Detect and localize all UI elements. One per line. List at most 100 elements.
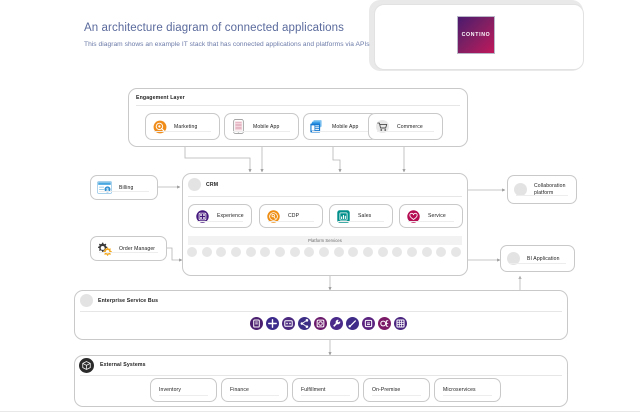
platform-service-dot[interactable] [377, 247, 388, 257]
external-card-on-premise[interactable]: On-Premise [363, 378, 430, 402]
contino-logo: CONTINO [457, 16, 495, 54]
invoice-dollar-icon: $ [97, 180, 112, 195]
crm-card-sales[interactable]: Sales [329, 204, 393, 228]
external-card-microservices[interactable]: Microservices [434, 378, 501, 402]
platform-service-dot[interactable] [436, 247, 447, 257]
sales-chart-icon [336, 209, 351, 224]
esb-header-circle [80, 294, 93, 307]
right-card-collaboration-platform-label: Collaboration platform [534, 183, 566, 196]
crm-card-service[interactable]: Service [399, 204, 463, 228]
crm-card-cdp[interactable]: CDP [259, 204, 323, 228]
marketing-target-icon [152, 119, 167, 134]
heart-icon [406, 209, 421, 224]
card-underline [408, 221, 454, 222]
meter-icon[interactable] [378, 317, 391, 330]
platform-service-dot[interactable] [187, 247, 197, 257]
left-card-order-manager-label: Order Manager [119, 245, 156, 252]
card-underline [509, 263, 566, 264]
external-card-finance[interactable]: Finance [221, 378, 288, 402]
external-card-fulfillment[interactable]: Fulfillment [292, 378, 359, 402]
platform-service-dot[interactable] [260, 247, 271, 257]
card-underline [159, 395, 208, 396]
left-card-billing[interactable]: $ Billing [90, 175, 158, 200]
page-subtitle: This diagram shows an example IT stack t… [84, 41, 370, 48]
platform-service-dot[interactable] [216, 247, 227, 257]
card-underline [197, 221, 243, 222]
platform-service-dot[interactable] [289, 247, 300, 257]
engagement-layer-label: Engagement Layer [136, 95, 185, 101]
engagement-card-mobile-app-2[interactable]: Mobile App [303, 113, 378, 140]
svg-text:$: $ [106, 187, 109, 192]
crm-card-experience-label: Experience [217, 213, 244, 219]
tools-icon[interactable] [346, 317, 359, 330]
external-card-on-premise-label: On-Premise [372, 387, 401, 393]
crm-label: CRM [206, 182, 219, 188]
contino-logo-text: CONTINO [461, 32, 491, 38]
platform-service-dot[interactable] [245, 247, 256, 257]
api-endpoint-icon[interactable] [250, 317, 263, 330]
card-underline [99, 191, 149, 192]
left-card-order-manager[interactable]: Order Manager [90, 236, 167, 261]
gears-icon [97, 241, 112, 256]
cdp-database-icon [266, 209, 281, 224]
esb-rule [80, 311, 562, 312]
left-card-billing-label: Billing [119, 184, 134, 191]
external-systems-rule [80, 375, 562, 376]
crm-card-experience[interactable]: Experience [188, 204, 252, 228]
external-card-inventory[interactable]: Inventory [150, 378, 217, 402]
external-card-finance-label: Finance [230, 387, 249, 393]
page-title: An architecture diagram of connected app… [84, 22, 344, 34]
add-connector-icon[interactable] [266, 317, 279, 330]
crm-header-circle [188, 178, 201, 191]
platform-service-dot[interactable] [304, 247, 315, 257]
shopping-cart-icon [375, 119, 390, 134]
external-systems-header-circle [79, 358, 94, 373]
engagement-card-mobile-app-1-label: Mobile App [253, 123, 280, 130]
engagement-layer-rule [136, 105, 460, 106]
esb-label: Enterprise Service Bus [98, 298, 159, 304]
platform-service-dot[interactable] [451, 247, 461, 257]
engagement-card-marketing[interactable]: Marketing [145, 113, 220, 140]
card-underline [154, 131, 211, 132]
card-underline [372, 395, 421, 396]
engagement-card-commerce[interactable]: Commerce [368, 113, 443, 140]
smartphone-icon [231, 119, 246, 134]
card-underline [377, 131, 434, 132]
platform-service-dot[interactable] [201, 247, 212, 257]
platform-service-dot[interactable] [421, 247, 432, 257]
gateway-icon[interactable] [282, 317, 295, 330]
platform-service-dot[interactable] [333, 247, 344, 257]
external-systems-label: External Systems [100, 362, 146, 368]
platform-service-dot[interactable] [392, 247, 403, 257]
engagement-card-mobile-app-2-label: Mobile App [332, 123, 359, 130]
external-card-microservices-label: Microservices [443, 387, 476, 393]
engagement-card-marketing-label: Marketing [174, 123, 198, 130]
card-underline [230, 395, 279, 396]
cube-3d-icon [82, 361, 91, 370]
card-underline [99, 252, 158, 253]
external-card-fulfillment-label: Fulfillment [301, 387, 326, 393]
card-underline [338, 221, 384, 222]
platform-service-dot[interactable] [231, 247, 241, 257]
platform-services-label: Platform Services [308, 238, 342, 243]
right-card-bi-application[interactable]: BI Application [500, 245, 575, 272]
platform-service-dot[interactable] [275, 247, 285, 257]
card-underline [301, 395, 350, 396]
platform-services-bar [188, 236, 462, 245]
wrench-icon[interactable] [330, 317, 343, 330]
platform-service-dot[interactable] [348, 247, 359, 257]
platform-service-dot[interactable] [407, 247, 417, 257]
share-network-icon[interactable] [298, 317, 311, 330]
crm-card-sales-label: Sales [358, 213, 372, 219]
grid-icon[interactable] [394, 317, 407, 330]
monitor-icon[interactable] [314, 317, 327, 330]
circle-placeholder-icon [507, 252, 520, 265]
engagement-card-mobile-app-1[interactable]: Mobile App [224, 113, 299, 140]
platform-service-dot[interactable] [319, 247, 329, 257]
transform-icon[interactable] [362, 317, 375, 330]
crm-card-cdp-label: CDP [288, 213, 300, 219]
platform-service-dot[interactable] [363, 247, 373, 257]
card-underline [443, 395, 492, 396]
right-card-collaboration-platform[interactable]: Collaboration platform [507, 175, 577, 204]
